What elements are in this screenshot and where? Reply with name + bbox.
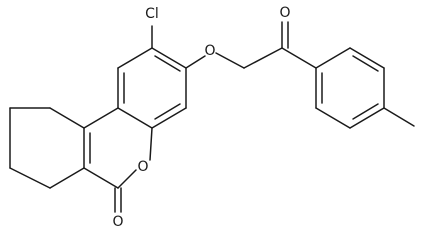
atom-label-ether-oxygen: O <box>204 43 215 59</box>
atom-label-ketone-oxygen: O <box>279 5 290 21</box>
atom-label-lactone-oxygen: O <box>112 214 123 230</box>
atom-label-chlorine: Cl <box>145 6 159 22</box>
atom-label-ring-oxygen: O <box>137 159 148 175</box>
bond-lines <box>9 21 415 213</box>
